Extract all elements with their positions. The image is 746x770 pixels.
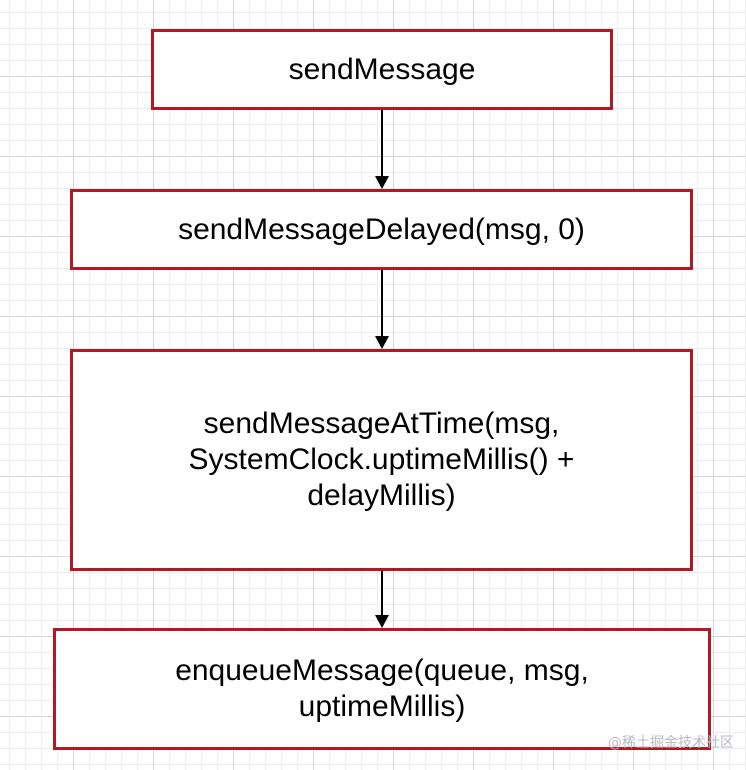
node-send-message-at-time-text: sendMessageAtTime(msg, SystemClock.uptim… (189, 406, 575, 514)
node-send-message-at-time-line: SystemClock.uptimeMillis() + (188, 443, 575, 476)
node-send-message-label: sendMessage (288, 52, 476, 86)
node-send-message-delayed: sendMessageDelayed(msg, 0) (70, 189, 693, 270)
arrow-at-time-to-enqueue (375, 571, 389, 628)
node-enqueue-message-line: enqueueMessage(queue, msg, (175, 654, 589, 687)
node-enqueue-message-text: enqueueMessage(queue, msg, uptimeMillis) (175, 653, 589, 725)
node-enqueue-message: enqueueMessage(queue, msg, uptimeMillis) (53, 628, 711, 750)
node-send-message-delayed-label: sendMessageDelayed(msg, 0) (178, 212, 585, 246)
node-send-message: sendMessage (151, 29, 613, 110)
node-enqueue-message-line: uptimeMillis) (298, 690, 466, 723)
watermark: @稀土掘金技术社区 (608, 735, 734, 751)
arrow-send-message-to-delayed (375, 110, 389, 189)
node-send-message-at-time-line: delayMillis) (307, 479, 456, 512)
arrow-delayed-to-at-time (375, 270, 389, 349)
node-send-message-at-time-line: sendMessageAtTime(msg, (203, 407, 560, 440)
node-send-message-at-time: sendMessageAtTime(msg, SystemClock.uptim… (70, 349, 693, 571)
